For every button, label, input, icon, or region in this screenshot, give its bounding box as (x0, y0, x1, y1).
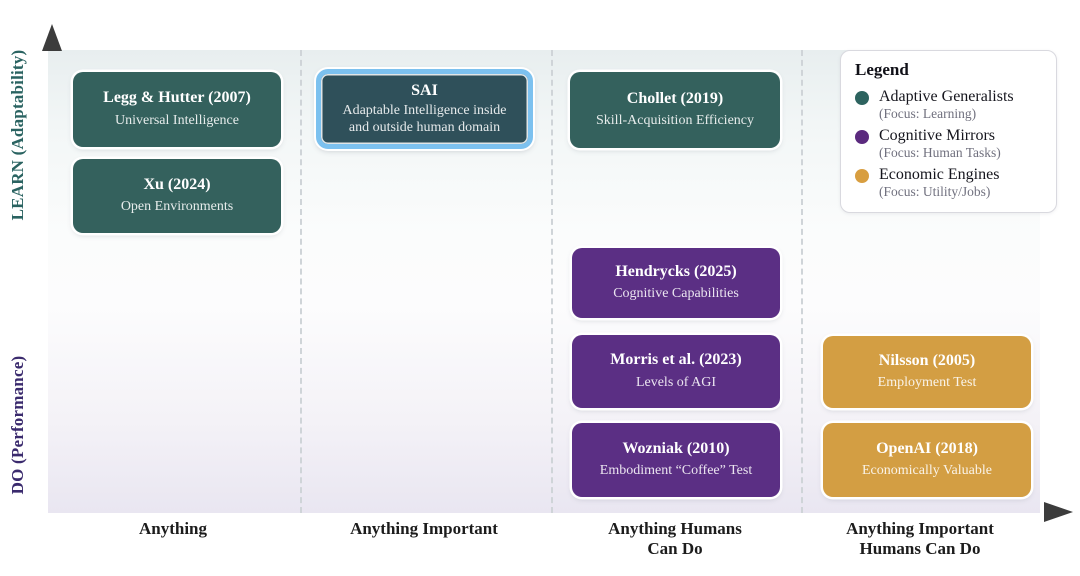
column-divider (551, 50, 553, 513)
gold-dot-icon (855, 169, 869, 184)
card-subtitle: Universal Intelligence (114, 112, 239, 128)
legend-focus: (Focus: Human Tasks) (879, 144, 1001, 160)
legend-focus: (Focus: Utility/Jobs) (879, 183, 991, 199)
card-title: OpenAI (2018) (876, 439, 978, 457)
card-title: Morris et al. (2023) (610, 351, 742, 369)
x-tick-anything-humans-can-do: Anything Humans Can Do (608, 519, 742, 560)
x-tick-anything-important: Anything Important (350, 519, 498, 539)
x-tick-anything: Anything (139, 519, 207, 539)
card-subtitle: Levels of AGI (635, 374, 717, 390)
x-tick-line: Can Do (647, 539, 703, 559)
card-xu-2024: Xu (2024) Open Environments (73, 159, 281, 233)
legend: Legend Adaptive Generalists (Focus: Lear… (840, 50, 1057, 213)
card-hendrycks-2025: Hendrycks (2025) Cognitive Capabilities (572, 248, 780, 318)
card-subtitle: Embodiment “Coffee” Test (599, 463, 753, 479)
legend-focus: (Focus: Learning) (879, 105, 977, 121)
card-subtitle: Skill-Acquisition Efficiency (596, 113, 754, 129)
card-sai-highlighted: SAI Adaptable Intelligence inside and ou… (316, 69, 533, 149)
card-wozniak-2010: Wozniak (2010) Embodiment “Coffee” Test (572, 423, 780, 497)
card-subtitle: Adaptable Intelligence inside and outsid… (342, 102, 507, 135)
card-legg-hutter-2007: Legg & Hutter (2007) Universal Intellige… (73, 72, 281, 147)
legend-title: Legend (855, 60, 909, 79)
y-axis-label-learn: LEARN (Adaptability) (8, 49, 27, 221)
column-divider (801, 50, 803, 513)
card-subtitle: Employment Test (877, 375, 977, 391)
column-divider (300, 50, 302, 513)
teal-dot-icon (855, 91, 869, 105)
x-tick-line: Humans Can Do (859, 539, 981, 559)
card-nilsson-2005: Nilsson (2005) Employment Test (823, 336, 1031, 408)
purple-dot-icon (855, 130, 869, 145)
card-subtitle: Open Environments (120, 199, 234, 215)
card-title: Xu (2024) (143, 175, 211, 193)
card-chollet-2019: Chollet (2019) Skill-Acquisition Efficie… (570, 72, 780, 148)
legend-item-economic-engines: Economic Engines (Focus: Utility/Jobs) (855, 166, 1044, 199)
card-openai-2018: OpenAI (2018) Economically Valuable (823, 423, 1031, 497)
card-morris-2023: Morris et al. (2023) Levels of AGI (572, 335, 780, 408)
x-tick-line: Anything Important (350, 519, 498, 538)
legend-item-cognitive-mirrors: Cognitive Mirrors (Focus: Human Tasks) (855, 127, 1044, 160)
y-axis-label-do: DO (Performance) (8, 355, 27, 495)
card-subtitle: Economically Valuable (862, 463, 992, 479)
legend-item-adaptive-generalists: Adaptive Generalists (Focus: Learning) (855, 88, 1044, 121)
x-tick-line: Anything Important (846, 519, 994, 538)
x-tick-anything-important-humans-can-do: Anything Important Humans Can Do (846, 519, 994, 560)
legend-label: Cognitive Mirrors (879, 127, 995, 145)
legend-label: Adaptive Generalists (879, 88, 1014, 105)
x-tick-line: Anything (138, 519, 208, 538)
legend-label: Economic Engines (879, 166, 1000, 184)
card-title: Wozniak (2010) (622, 439, 730, 457)
card-title: Hendrycks (2025) (615, 262, 737, 280)
card-title: SAI (411, 81, 438, 99)
card-title: Nilsson (2005) (878, 351, 976, 369)
card-subtitle: Cognitive Capabilities (613, 286, 739, 302)
y-axis-arrow-icon (42, 24, 62, 51)
card-title: Legg & Hutter (2007) (103, 89, 251, 107)
x-tick-line: Anything Humans (608, 519, 742, 538)
x-axis-arrow-icon (1044, 502, 1073, 522)
card-title: Chollet (2019) (626, 89, 724, 107)
